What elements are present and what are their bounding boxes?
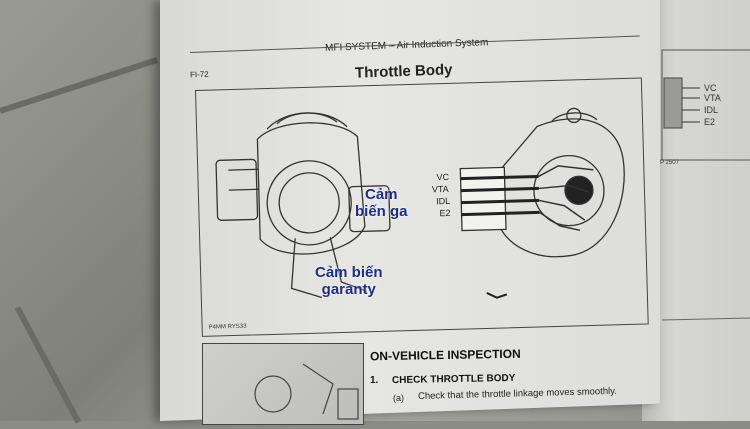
right-pin-label: VTA [704, 93, 721, 103]
inspection-photo-drawing [254, 363, 359, 420]
throttle-body-diagram: P4MM RYS33 [209, 107, 625, 331]
step-number: 1. [370, 375, 379, 386]
figure-code: P4MM RYS33 [209, 324, 248, 331]
page-number: FI-72 [189, 69, 209, 80]
right-page: VC VTA IDL E2 P 2507 [642, 0, 750, 421]
pin-label-e2: E2 [439, 207, 451, 219]
throttle-sensor-label: Cảm biến ga [355, 186, 408, 220]
section-title: Throttle Body [354, 61, 453, 82]
right-figure-code: P 2507 [660, 160, 679, 166]
figure-frame: P4MM RYS33 VC VTA IDL E2 [195, 77, 649, 337]
right-pin-label: E2 [704, 117, 716, 127]
right-pin-label: VC [704, 83, 717, 93]
sensor-connector-drawing [459, 107, 625, 258]
garanty-sensor-label: Cảm biến garanty [315, 264, 383, 298]
right-page-diagram [661, 49, 750, 321]
right-pin-label: IDL [704, 105, 719, 115]
inspection-photo [202, 343, 364, 425]
pin-label-vta: VTA [431, 183, 449, 195]
step-title: CHECK THROTTLE BODY [391, 372, 516, 387]
pin-lines [460, 174, 540, 217]
throttle-body-drawing [215, 112, 391, 299]
pin-traces [538, 165, 594, 232]
inspection-heading: ON-VEHICLE INSPECTION [369, 346, 521, 364]
pin-label-vc: VC [436, 171, 450, 183]
sub-step-letter: (a) [393, 393, 404, 403]
pin-label-idl: IDL [436, 195, 451, 207]
